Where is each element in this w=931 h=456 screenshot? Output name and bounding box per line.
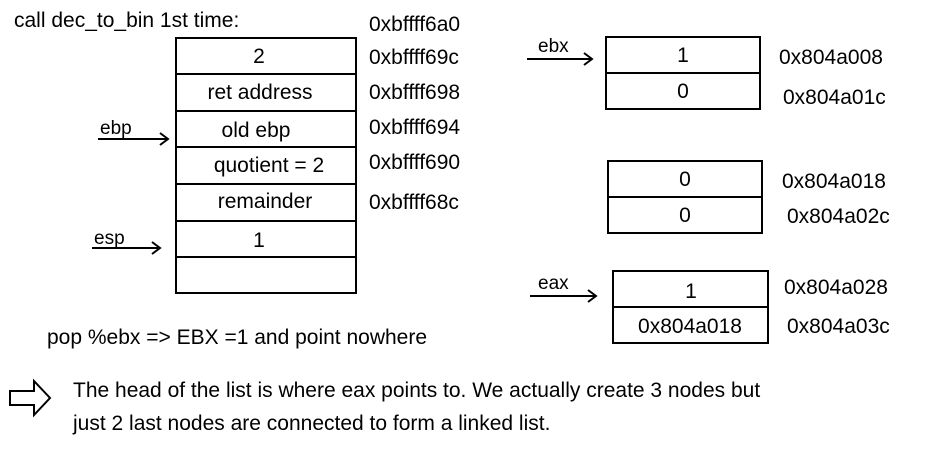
stack-cell-value: remainder bbox=[218, 190, 313, 213]
stack-cell-frame bbox=[175, 256, 357, 294]
list-node: 1 0x804a018 bbox=[612, 270, 769, 344]
node-value: 0 bbox=[679, 168, 691, 191]
node-value: 1 bbox=[685, 280, 697, 303]
stack-top-address: 0xbffff6a0 bbox=[369, 13, 460, 36]
stack-address: 0xbffff68c bbox=[369, 191, 459, 214]
node-address: 0x804a02c bbox=[787, 205, 890, 228]
stack-cell-frame bbox=[175, 37, 357, 75]
list-node: 0 0 bbox=[607, 160, 763, 234]
esp-label: esp bbox=[94, 228, 125, 249]
list-node: 1 0 bbox=[605, 36, 761, 110]
node-pointer-label: eax bbox=[538, 273, 569, 294]
stack: 2 ret address old ebp quotient = 2 remai… bbox=[175, 37, 357, 294]
explanation-line-1: The head of the list is where eax points… bbox=[73, 379, 760, 402]
node-next: 0x804a018 bbox=[638, 315, 742, 338]
explanation-line-2: just 2 last nodes are connected to form … bbox=[72, 412, 550, 435]
diagram-title: call dec_to_bin 1st time: bbox=[14, 9, 239, 32]
stack-cell-frame bbox=[175, 110, 357, 148]
stack-cell-frame bbox=[175, 183, 357, 222]
node-address: 0x804a018 bbox=[782, 170, 886, 193]
esp-arrow bbox=[92, 241, 162, 255]
node-field-frame bbox=[607, 160, 763, 198]
node-value: 1 bbox=[677, 44, 689, 67]
stack-cell-value: 2 bbox=[253, 45, 265, 68]
node-address: 0x804a028 bbox=[784, 276, 888, 299]
node-field-frame bbox=[605, 72, 761, 110]
node-pointer-arrow bbox=[530, 289, 598, 303]
node-next: 0 bbox=[679, 204, 691, 227]
stack-address: 0xbffff698 bbox=[369, 81, 460, 104]
node-address: 0x804a03c bbox=[787, 315, 890, 338]
pop-note: pop %ebx => EBX =1 and point nowhere bbox=[47, 326, 427, 349]
ebp-arrow bbox=[98, 132, 170, 146]
ebp-label: ebp bbox=[100, 118, 132, 139]
stack-address: 0xbffff694 bbox=[369, 116, 460, 139]
stack-cell-value: 1 bbox=[253, 229, 265, 252]
stack-cell-frame bbox=[175, 220, 357, 258]
stack-address: 0xbffff690 bbox=[369, 151, 460, 174]
node-next: 0 bbox=[677, 80, 689, 103]
stack-cell-value: quotient = 2 bbox=[214, 154, 324, 177]
node-address: 0x804a01c bbox=[783, 86, 886, 109]
stack-cell-value: ret address bbox=[207, 81, 312, 104]
node-field-frame bbox=[612, 306, 769, 344]
stack-cell-frame bbox=[175, 73, 357, 112]
stack-address: 0xbffff69c bbox=[369, 46, 459, 69]
node-field-frame bbox=[607, 196, 763, 234]
node-pointer-arrow bbox=[527, 52, 594, 66]
stack-cell-value: old ebp bbox=[222, 119, 291, 142]
node-field-frame bbox=[605, 36, 761, 74]
node-pointer-label: ebx bbox=[538, 36, 569, 57]
right-arrow-icon bbox=[9, 378, 52, 418]
node-address: 0x804a008 bbox=[779, 46, 883, 69]
